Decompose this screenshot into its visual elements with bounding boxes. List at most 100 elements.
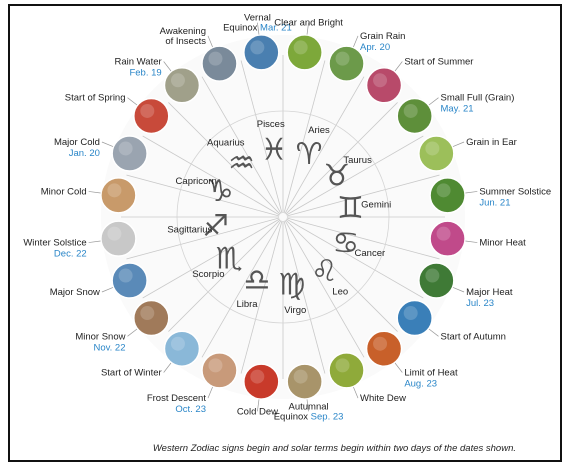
zodiac-label-pisces: Pisces (257, 119, 285, 130)
spoke-line (201, 76, 282, 214)
photo-highlight (436, 226, 451, 241)
solar-term-date-vernal-equinox: Mar. 21 (257, 23, 291, 34)
spoke-line (240, 220, 283, 374)
leader-line (306, 399, 309, 412)
solar-term-photo-minor-heat (429, 220, 466, 257)
spoke-line (286, 218, 424, 299)
zodiac-label-scorpio: Scorpio (192, 269, 224, 280)
solar-term-date-autumnal-equinox: Sep. 23 (308, 411, 343, 422)
solar-term-date-small-full-grain: May. 21 (440, 104, 473, 115)
solar-term-label-limit-of-heat: Limit of Heat (404, 367, 458, 378)
photo-highlight (335, 51, 350, 66)
solar-term-label-start-of-summer: Start of Summer (404, 57, 473, 68)
solar-term-photo-start-of-summer (365, 67, 403, 104)
photo-highlight (208, 358, 223, 373)
photo-highlight (107, 226, 122, 241)
leader-line (163, 362, 172, 373)
leader-line (207, 386, 213, 399)
spoke-line (168, 102, 281, 215)
solar-term-photo-awakening-of-insects (201, 45, 238, 82)
solar-term-label-minor-snow: Minor Snow (75, 331, 125, 342)
leader-line (394, 61, 403, 72)
photo-highlight (373, 336, 388, 351)
leader-line (257, 22, 260, 35)
leader-line (428, 328, 439, 337)
solar-term-label-major-cold: Major Cold (54, 137, 100, 148)
photo-highlight (140, 306, 155, 321)
zodiac-glyph-cancer: ♋ (332, 226, 359, 261)
solar-term-photo-clear-and-bright (286, 34, 323, 71)
photo-highlight (293, 40, 308, 55)
solar-term-photo-start-of-autumn (396, 299, 433, 337)
zodiac-label-libra: Libra (236, 299, 258, 310)
zodiac-glyph-sagittarius: ♐ (202, 209, 229, 244)
solar-term-label-awakening-of-insects: Awakening (160, 26, 206, 37)
solar-term-photo-major-cold (111, 135, 148, 172)
solar-term-label-start-of-winter: Start of Winter (101, 367, 162, 378)
zodiac-glyph-leo: ♌ (311, 254, 338, 289)
leader-line (127, 97, 138, 106)
solar-term-label-frost-descent: Frost Descent (147, 393, 206, 404)
spoke-line (126, 217, 280, 260)
leader-line (452, 287, 465, 293)
solar-term-label-autumnal-equinox: Autumnal (289, 401, 329, 412)
spoke-line (168, 219, 281, 332)
solar-term-label-vernal-equinox: Vernal (244, 13, 271, 24)
zodiac-glyph-aquarius: ♒ (228, 146, 255, 181)
zodiac-glyph-taurus: ♉ (323, 159, 350, 194)
solar-term-photo-start-of-winter (163, 330, 201, 367)
solar-term-label-start-of-spring: Start of Spring (65, 93, 126, 104)
zodiac-label-virgo: Virgo (284, 305, 306, 316)
photo-highlight (250, 40, 265, 55)
solar-term-date-grain-rain: Apr. 20 (360, 42, 390, 53)
solar-term-date-limit-of-heat: Aug. 23 (404, 378, 437, 389)
solar-term-label-clear-and-bright: Clear and Bright (274, 18, 343, 29)
solar-term-photo-white-dew (328, 352, 365, 389)
leader-line (394, 362, 403, 373)
zodiac-glyph-capricorn: ♑ (207, 174, 234, 209)
leader-line (257, 399, 260, 412)
photo-highlight (208, 51, 223, 66)
solar-term-photo-grain-in-ear (418, 135, 455, 172)
spoke-line (286, 135, 424, 216)
photo-highlight (403, 306, 418, 321)
spoke-line (285, 102, 398, 215)
leader-line (101, 141, 114, 147)
solar-term-photo-major-snow (111, 262, 148, 299)
spoke-line (201, 220, 282, 358)
solar-term-label-major-heat: Major Heat (466, 287, 513, 298)
leader-line (353, 386, 359, 399)
zodiac-label-gemini: Gemini (361, 200, 391, 211)
zodiac-label-aries: Aries (308, 125, 330, 136)
leader-line (353, 35, 359, 48)
solar-term-date-major-heat: Jul. 23 (466, 298, 494, 309)
leader-line (465, 191, 478, 194)
zodiac-label-sagittarius: Sagittarius (167, 224, 212, 235)
leader-line (428, 97, 439, 106)
solar-term-label-minor-heat: Minor Heat (479, 238, 526, 249)
solar-term-photo-minor-snow (133, 299, 170, 337)
spoke-line (286, 174, 440, 217)
photo-highlight (118, 268, 133, 283)
solar-term-label-vernal-equinox: Equinox Mar. 21 (223, 23, 292, 34)
zodiac-label-capricorn: Capricorn (176, 176, 217, 187)
solar-term-date-rain-water: Feb. 19 (129, 68, 161, 79)
solar-term-photo-grain-rain (328, 45, 365, 82)
solar-term-label-cold-dew: Cold Dew (237, 406, 278, 417)
spoke-line (286, 217, 440, 260)
photo-highlight (373, 73, 388, 88)
leader-line (207, 35, 213, 48)
zodiac-glyph-gemini: ♊ (337, 191, 364, 226)
photo-highlight (250, 369, 265, 384)
spoke-line (126, 174, 280, 217)
solar-term-photo-winter-solstice (100, 220, 137, 257)
solar-term-label-grain-in-ear: Grain in Ear (466, 137, 517, 148)
spoke-line (240, 60, 283, 214)
solar-term-date-frost-descent: Oct. 23 (175, 404, 206, 415)
leader-line (306, 22, 309, 35)
solar-term-label-major-snow: Major Snow (50, 287, 100, 298)
photo-highlight (118, 141, 133, 156)
zodiac-label-leo: Leo (332, 287, 348, 298)
solar-term-date-winter-solstice: Dec. 22 (54, 249, 87, 260)
